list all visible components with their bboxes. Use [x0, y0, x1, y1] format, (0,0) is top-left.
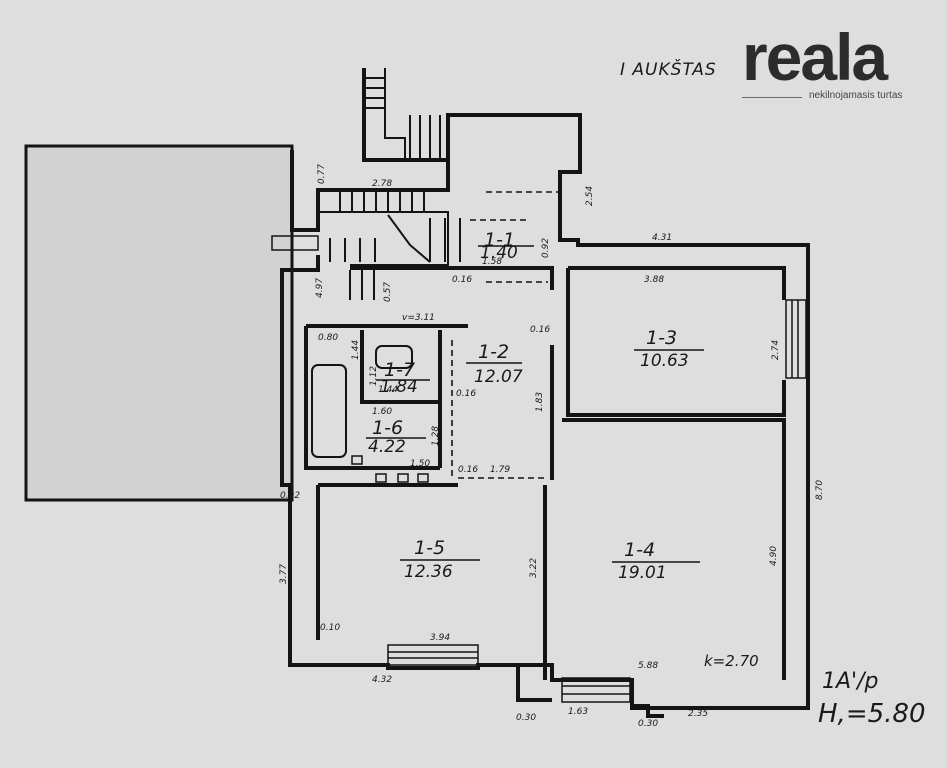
room-1-2-area: 12.07 — [474, 367, 523, 387]
dim-label: 0.77 — [317, 164, 327, 184]
dim-label: 1.12 — [369, 366, 379, 386]
brand-tagline: nekilnojamasis turtas — [809, 90, 903, 101]
room-1-3-id: 1-3 — [646, 327, 677, 349]
dim-label: 0.80 — [318, 333, 338, 343]
dim-label: 4.31 — [652, 233, 672, 243]
dim-label: 1.60 — [372, 407, 392, 417]
height-label: H,=5.80 — [818, 699, 926, 729]
dim-label: 4.97 — [315, 278, 325, 298]
room-1-5-area: 12.36 — [404, 562, 453, 582]
brand-logo-wordmark: reala — [742, 20, 888, 94]
dim-label: 0.57 — [383, 282, 393, 302]
dim-label: 2.54 — [585, 186, 595, 206]
room-1-1-area: 1.40 — [480, 243, 518, 263]
dim-label: 3.77 — [279, 564, 289, 584]
floor-label: I AUKŠTAS — [620, 60, 717, 80]
dim-label: 0.30 — [638, 719, 658, 729]
dim-label: 1.44 — [351, 340, 361, 360]
room-1-6-area: 4.22 — [368, 437, 406, 457]
interior-walls — [304, 266, 786, 680]
dim-label: 1.83 — [535, 392, 545, 412]
dim-label: 0.16 — [452, 275, 472, 285]
room-1-3-area: 10.63 — [640, 351, 689, 371]
dim-label: 0.10 — [320, 623, 340, 633]
room-1-4-area: 19.01 — [618, 563, 667, 583]
toilet-fixture — [375, 345, 413, 369]
dim-label: 1.63 — [568, 707, 588, 717]
dim-label: 1.58 — [482, 257, 502, 267]
room-1-2-id: 1-2 — [478, 341, 509, 363]
dim-label: 1.44 — [378, 385, 398, 395]
dim-label: 1.28 — [431, 426, 441, 446]
entrance-step-right — [632, 704, 664, 718]
brand-divider — [742, 97, 802, 98]
dim-label: 0.16 — [530, 325, 550, 335]
room-1-4-id: 1-4 — [624, 539, 655, 561]
dim-label: 4.90 — [769, 546, 779, 566]
marking-label: 1A'/p — [822, 669, 878, 694]
dim-label: 2.74 — [771, 340, 781, 360]
bathtub-fixture — [311, 364, 347, 458]
dim-label: 3.88 — [644, 275, 664, 285]
stair-side — [384, 68, 406, 160]
dashed-openings — [451, 191, 560, 479]
dim-label: 1.50 — [410, 459, 430, 469]
dim-label: 3.22 — [529, 558, 539, 578]
dim-label: 3.94 — [430, 633, 450, 643]
stair-landing — [318, 211, 449, 266]
room-labels: 1-1 1.40 1-2 12.07 1-3 10.63 1-4 19.01 1… — [366, 229, 704, 583]
dim-label: 0.30 — [516, 713, 536, 723]
dim-label: 0.92 — [280, 491, 300, 501]
dim-label: 0.16 — [456, 389, 476, 399]
dim-label: v=3.11 — [402, 313, 435, 323]
windows — [271, 235, 807, 703]
room-1-7-id: 1-7 — [384, 359, 415, 381]
stair-treads — [329, 77, 461, 300]
dim-label: 4.32 — [372, 675, 392, 685]
ceiling-height-label: k=2.70 — [704, 652, 759, 670]
room-1-5-id: 1-5 — [414, 537, 445, 559]
dimension-labels: 0.77 2.78 2.54 4.31 0.92 1.58 0.16 4.97 … — [279, 164, 825, 729]
basin-fixtures — [351, 455, 429, 483]
dim-label: 0.92 — [541, 238, 551, 258]
dim-label: 8.70 — [815, 480, 825, 500]
room-1-7-area: 1.84 — [380, 377, 418, 397]
entrance-step-left — [516, 665, 552, 702]
left-annex-block — [24, 144, 294, 502]
dim-label: 5.88 — [638, 661, 658, 671]
dim-label: 1.79 — [490, 465, 510, 475]
dim-label: 2.35 — [688, 709, 708, 719]
room-1-6-id: 1-6 — [372, 417, 403, 439]
dim-label: 0.16 — [458, 465, 478, 475]
dim-label: 2.78 — [372, 179, 392, 189]
outer-wall — [280, 113, 810, 710]
